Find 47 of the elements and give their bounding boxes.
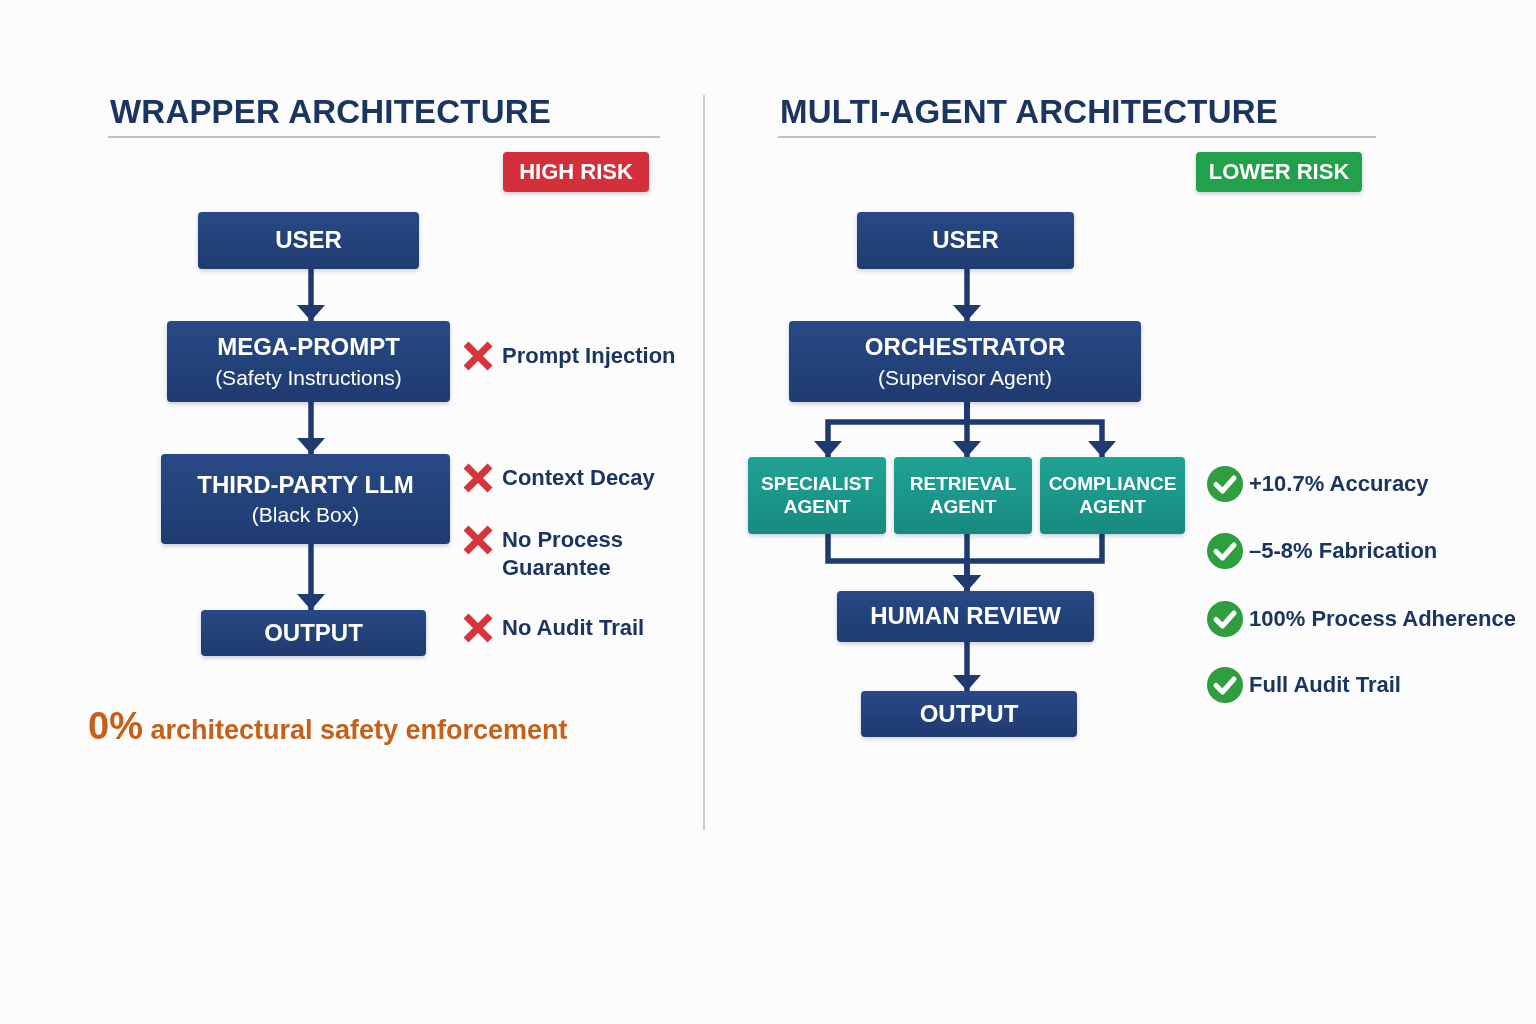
node-title: THIRD-PARTY LLM [197, 470, 414, 500]
node-title: COMPLIANCE AGENT [1047, 472, 1178, 519]
badge-label: HIGH RISK [519, 158, 633, 186]
risk-item: Prompt Injection [502, 342, 676, 370]
node-title: USER [275, 226, 342, 255]
node-title: SPECIALIST AGENT [760, 472, 874, 519]
risk-item: No Audit Trail [502, 614, 645, 642]
agent-box [748, 457, 886, 534]
process-box [837, 591, 1094, 642]
node-title: OUTPUT [264, 618, 363, 648]
summary-statement: 0% architectural safety enforcement [88, 706, 568, 749]
risk-item: No Process Guarantee [502, 526, 625, 582]
process-box [857, 212, 1074, 269]
agent-box [1040, 457, 1185, 534]
node-title: USER [932, 226, 999, 255]
flow-arrow [297, 402, 325, 454]
flow-arrow [297, 544, 325, 610]
badge-label: LOWER RISK [1208, 158, 1350, 186]
node-subtitle: (Black Box) [251, 502, 360, 528]
risk-badge [503, 152, 649, 192]
flow-arrow [953, 534, 1105, 591]
benefit-item: +10.7% Accuracy [1249, 470, 1429, 498]
section-title: WRAPPER ARCHITECTURE [110, 93, 551, 131]
process-box [167, 321, 450, 402]
flow-arrow [297, 269, 325, 321]
node-title: ORCHESTRATOR [864, 333, 1066, 362]
benefit-item: –5-8% Fabrication [1249, 537, 1438, 565]
node-subtitle: (Supervisor Agent) [878, 364, 1052, 390]
node-title: MEGA-PROMPT [217, 333, 400, 362]
process-box [201, 610, 426, 656]
node-title: RETRIEVAL AGENT [908, 472, 1018, 519]
node-title: OUTPUT [919, 699, 1019, 729]
process-box [789, 321, 1141, 402]
process-box [161, 454, 450, 544]
risk-item: Context Decay [502, 464, 655, 492]
benefit-item: Full Audit Trail [1249, 671, 1401, 699]
agent-box [894, 457, 1032, 534]
section-title: MULTI-AGENT ARCHITECTURE [780, 93, 1278, 131]
process-box [198, 212, 419, 269]
flow-arrow [964, 402, 1116, 457]
benefit-item: 100% Process Adherence [1249, 605, 1516, 633]
risk-badge [1196, 152, 1362, 192]
node-title: HUMAN REVIEW [870, 602, 1061, 631]
node-subtitle: (Safety Instructions) [215, 364, 402, 390]
flow-arrow [953, 269, 981, 321]
process-box [861, 691, 1077, 737]
flow-arrow [953, 642, 981, 691]
